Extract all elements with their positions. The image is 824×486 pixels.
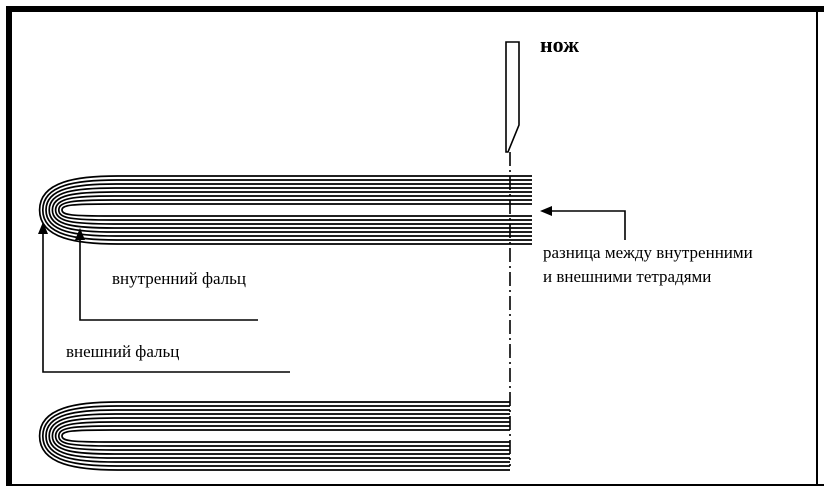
folded-sheet (45, 183, 532, 237)
folded-sheet (41, 179, 532, 241)
folded-sheet (57, 425, 510, 447)
folded-sheet (54, 195, 532, 225)
knife-label: нож (540, 32, 579, 57)
outer-fold-label: внешний фальц (66, 342, 179, 361)
folded-sheet (57, 199, 532, 221)
difference-label-line2: и внешними тетрадями (543, 267, 711, 286)
inner-fold-arrow (75, 228, 258, 321)
inner-fold-label: внутренний фальц (112, 269, 246, 288)
folded-sheet (51, 191, 532, 229)
folded-sheet (54, 421, 510, 451)
folded-sheet (48, 413, 510, 459)
folded-sheet (38, 175, 532, 245)
folded-sheet (45, 409, 510, 463)
outer-fold-arrow (38, 222, 290, 373)
folded-sheet (61, 203, 532, 217)
difference-arrow (540, 206, 626, 240)
folded-sheet (61, 429, 510, 443)
knife-blade (505, 41, 520, 153)
difference-label-line1: разница между внутренними (543, 243, 753, 262)
folded-sheet (41, 405, 510, 467)
signature-lower (38, 401, 510, 471)
folded-sheet (51, 417, 510, 455)
folded-sheet (48, 187, 532, 233)
signature-upper (38, 175, 532, 245)
folded-sheet (38, 401, 510, 471)
